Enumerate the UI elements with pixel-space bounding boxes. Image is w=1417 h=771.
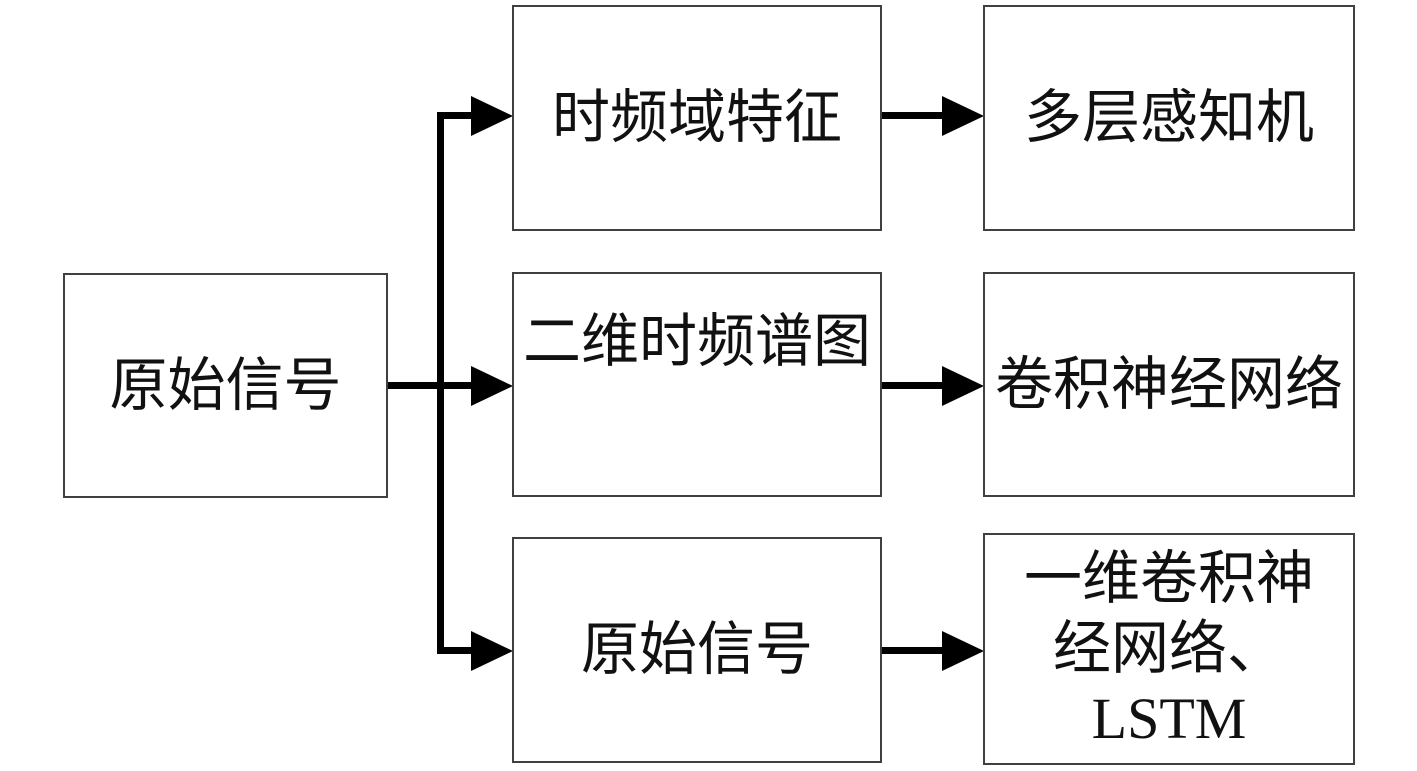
node-source-signal-label: 原始信号 [109,352,342,418]
node-cnn: 卷积神经网络 [983,272,1355,497]
connector-trunk-vertical [437,112,444,654]
node-mlp-label: 多层感知机 [1023,85,1314,151]
node-source-signal: 原始信号 [63,273,388,498]
node-1d-cnn-lstm-line3: LSTM [1091,686,1247,751]
node-mlp: 多层感知机 [983,5,1355,231]
node-time-frequency-features: 时频域特征 [512,5,882,231]
connector-branch-bottom [437,647,476,654]
node-cnn-label: 卷积神经网络 [994,351,1343,417]
connector-feature-bottom-to-model-bottom [882,647,948,654]
node-time-frequency-features-label: 时频域特征 [551,85,842,151]
arrowhead-into-feature-top-icon [471,96,513,136]
connector-feature-mid-to-model-mid [882,382,948,389]
node-1d-cnn-lstm: 一维卷积神经网络、LSTM [983,533,1355,765]
node-raw-signal: 原始信号 [512,537,882,763]
arrowhead-into-feature-bottom-icon [471,631,513,671]
arrowhead-into-feature-mid-icon [471,366,513,406]
node-2d-spectrogram-label: 二维时频谱图 [522,309,871,374]
connector-branch-top [437,112,476,119]
node-1d-cnn-lstm-line2: 经网络、 [1052,616,1285,681]
node-raw-signal-label: 原始信号 [580,617,813,683]
node-2d-spectrogram: 二维时频谱图 [512,272,882,497]
connector-feature-top-to-model-top [882,112,948,119]
connector-source-to-trunk [388,382,476,389]
node-1d-cnn-lstm-line1: 一维卷积神 [1023,546,1314,611]
arrowhead-into-model-mid-icon [942,366,984,406]
arrowhead-into-model-top-icon [942,96,984,136]
node-1d-cnn-lstm-label: 一维卷积神经网络、LSTM [1024,544,1314,754]
arrowhead-into-model-bottom-icon [942,631,984,671]
